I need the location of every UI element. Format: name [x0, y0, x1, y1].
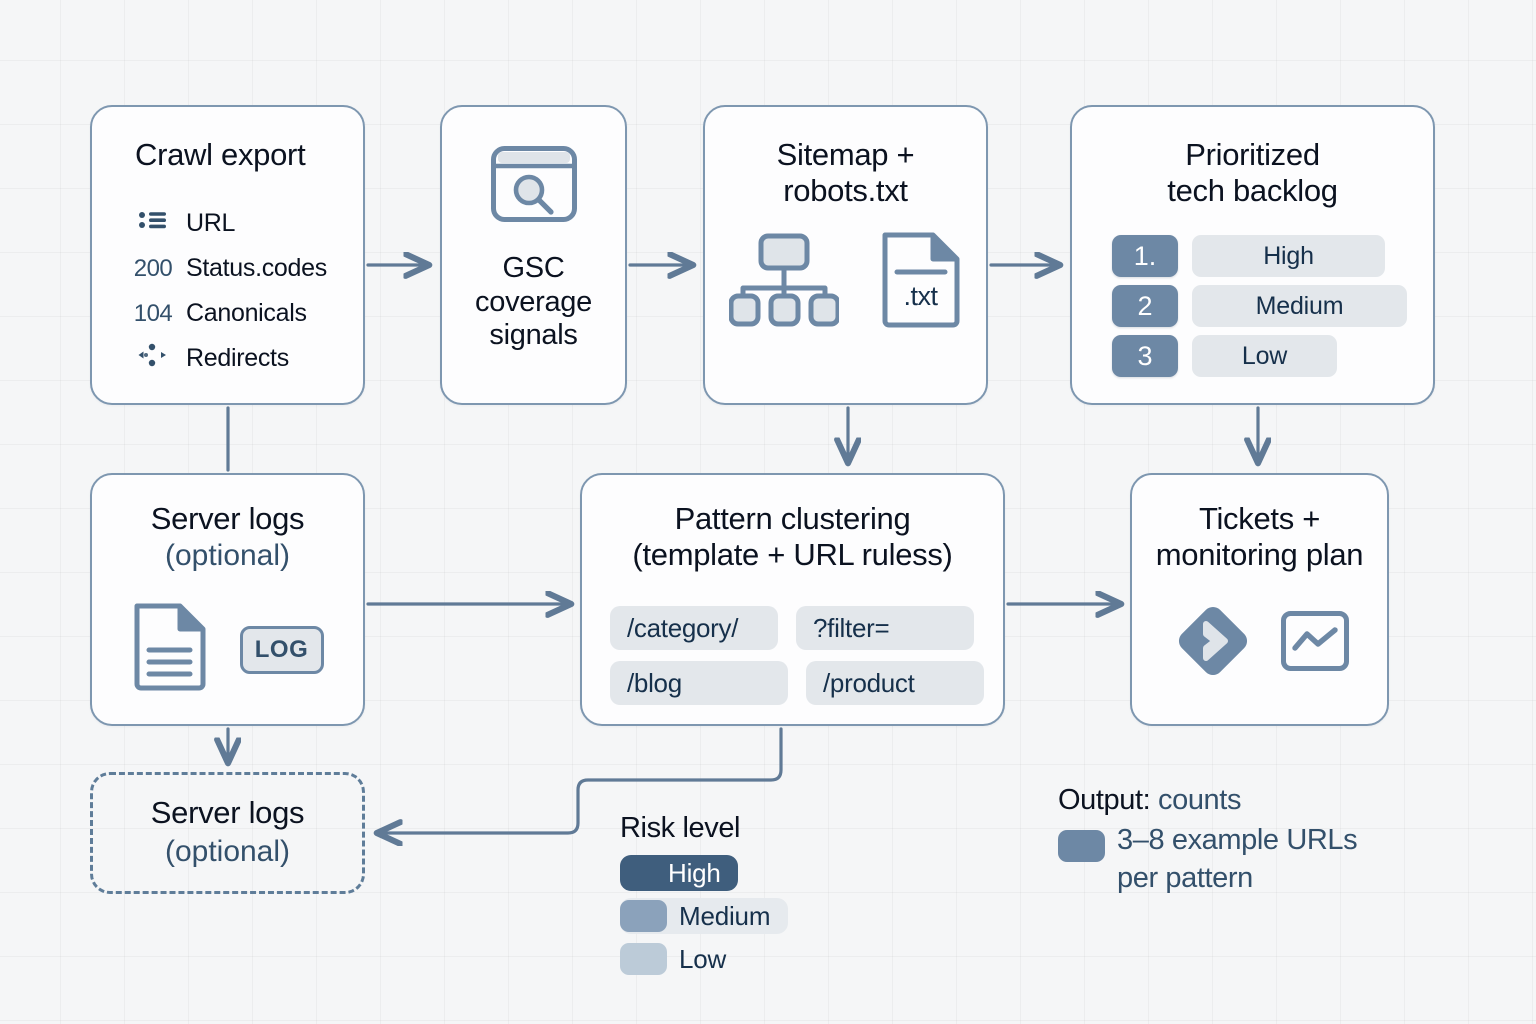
risk-legend-item-low: Low	[620, 941, 880, 977]
output-note-body-row: 3–8 example URLs per pattern	[1058, 821, 1398, 898]
list-item-label: URL	[186, 209, 236, 237]
card-gsc-title: GSC coverage signals	[475, 252, 592, 352]
card-server-logs-optional-dashed[interactable]: Server logs (optional)	[90, 772, 365, 894]
pattern-tag[interactable]: /category/	[610, 606, 778, 650]
risk-legend-item-high: High	[620, 855, 738, 891]
risk-legend-swatch	[620, 943, 667, 975]
card-server-logs-subtitle: (optional)	[164, 539, 291, 572]
card-tickets-monitoring[interactable]: Tickets + monitoring plan	[1130, 473, 1389, 726]
list-item: 104 Canonicals	[128, 291, 358, 336]
output-note-emphasis: counts	[1158, 784, 1242, 816]
list-item-label: Status.codes	[186, 254, 327, 282]
status-code-value: 200	[133, 254, 173, 282]
priority-label-chip: Low	[1192, 335, 1337, 377]
risk-legend-swatch	[620, 900, 667, 932]
risk-legend-label: Low	[679, 943, 727, 974]
output-note-swatch	[1058, 830, 1105, 862]
risk-legend-title: Risk level	[620, 812, 741, 844]
trend-chart-icon	[1280, 610, 1350, 677]
output-note-prefix: Output:	[1058, 784, 1151, 816]
list-item: 2 Medium	[1112, 285, 1407, 327]
priority-label-chip: Medium	[1192, 285, 1407, 327]
list-item: URL	[128, 201, 358, 246]
sitemap-tree-icon	[728, 232, 840, 333]
list-item: 200 Status.codes	[128, 246, 358, 291]
priority-number-badge: 2	[1112, 285, 1178, 327]
card-server-logs-title: Server logs	[150, 501, 305, 536]
priority-number-badge: 3	[1112, 335, 1178, 377]
output-note-heading: Output: counts	[1058, 784, 1398, 817]
canonicals-value: 104	[133, 299, 173, 327]
priority-number-badge: 1.	[1112, 235, 1178, 277]
card-server-logs-dashed-title: Server logs	[150, 795, 305, 830]
priority-label-chip: High	[1192, 235, 1385, 277]
risk-level-legend: Risk level High Medium Low	[620, 812, 880, 984]
redirect-scatter-icon	[128, 342, 178, 375]
list-item: 1. High	[1112, 235, 1407, 277]
bulleted-list-icon	[128, 209, 178, 238]
list-item: 3 Low	[1112, 335, 1407, 377]
log-badge: LOG	[239, 625, 324, 674]
card-prioritized-backlog[interactable]: Prioritized tech backlog 1. High 2 Mediu…	[1070, 105, 1435, 405]
server-logs-icon-row: LOG	[92, 603, 363, 696]
risk-legend-label: High	[668, 857, 721, 888]
card-sitemap-robots[interactable]: Sitemap + robots.txt .txt	[703, 105, 988, 405]
card-pattern-clustering-title: Pattern clustering (template + URL rules…	[632, 501, 953, 572]
browser-search-icon	[490, 145, 578, 228]
card-server-logs-dashed-subtitle: (optional)	[164, 835, 291, 868]
crawl-export-attribute-list: URL 200 Status.codes 104 Canonicals	[128, 201, 358, 381]
document-lines-icon	[132, 603, 208, 696]
pattern-tag[interactable]: /product	[806, 661, 984, 705]
card-server-logs[interactable]: Server logs (optional) LOG	[90, 473, 365, 726]
card-crawl-export[interactable]: Crawl export URL 200 Status.codes	[90, 105, 365, 405]
card-sitemap-title: Sitemap + robots.txt	[776, 137, 915, 208]
card-backlog-title: Prioritized tech backlog	[1167, 137, 1338, 208]
output-note-body: 3–8 example URLs per pattern	[1117, 824, 1358, 895]
list-item: Redirects	[128, 336, 358, 381]
pattern-tag[interactable]: ?filter=	[796, 606, 974, 650]
sitemap-icon-row: .txt	[705, 232, 986, 333]
jira-diamond-icon	[1170, 598, 1256, 689]
pattern-tag-list: /category/ ?filter= /blog /product	[610, 606, 985, 705]
backlog-priority-list: 1. High 2 Medium 3 Low	[1112, 235, 1407, 385]
card-gsc-coverage[interactable]: GSC coverage signals	[440, 105, 627, 405]
txt-file-label: .txt	[903, 281, 938, 311]
pattern-tag[interactable]: /blog	[610, 661, 788, 705]
list-item-label: Canonicals	[186, 299, 307, 327]
txt-file-icon: .txt	[879, 232, 963, 333]
card-pattern-clustering[interactable]: Pattern clustering (template + URL rules…	[580, 473, 1005, 726]
output-note: Output: counts 3–8 example URLs per patt…	[1058, 784, 1398, 898]
card-crawl-export-title: Crawl export	[135, 137, 306, 172]
risk-legend-item-medium: Medium	[620, 898, 880, 934]
card-tickets-title: Tickets + monitoring plan	[1155, 501, 1364, 572]
tickets-icon-row	[1132, 598, 1387, 689]
risk-legend-label: Medium	[679, 900, 771, 931]
list-item-label: Redirects	[186, 344, 289, 372]
